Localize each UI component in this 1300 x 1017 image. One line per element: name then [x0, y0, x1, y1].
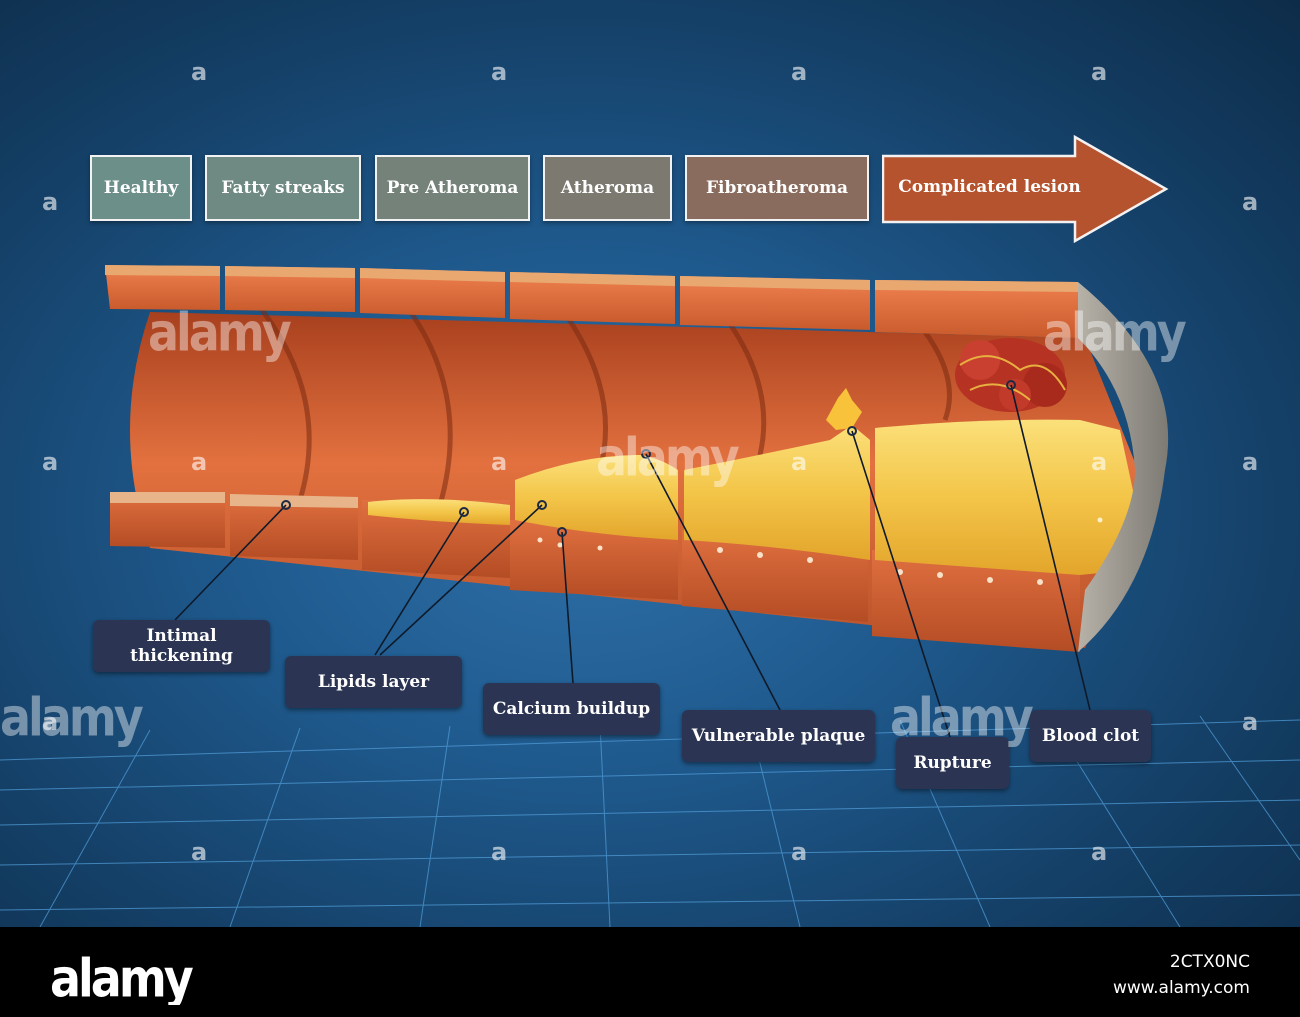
watermark-letter-10: a	[491, 838, 508, 866]
leader-lines	[174, 384, 1091, 738]
watermark-letter-5: a	[191, 448, 208, 476]
watermark-letter-7: a	[791, 448, 808, 476]
footer-bar: alamy 2CTX0NC www.alamy.com	[0, 927, 1300, 1017]
watermark-letter-15: a	[42, 448, 59, 476]
watermark-logo-2: alamy	[596, 425, 740, 489]
alamy-logo-icon: alamy	[50, 947, 196, 1005]
site-url: www.alamy.com	[1112, 978, 1250, 998]
arrow-icon	[882, 135, 1169, 243]
stage-complicated-lesion-label: Complicated lesion	[898, 177, 1081, 197]
svg-text:alamy: alamy	[50, 947, 193, 1005]
watermark-letter-3: a	[791, 58, 808, 86]
stage-atheroma: Atheroma	[543, 155, 672, 221]
artery-ridges	[260, 308, 952, 506]
watermark-letter-12: a	[1091, 838, 1108, 866]
watermark-letter-17: a	[42, 708, 59, 736]
watermark-logo-5: alamy	[890, 685, 1034, 749]
watermark-letter-11: a	[791, 838, 808, 866]
artery-top-wall	[105, 265, 1078, 338]
plaque-deposits	[368, 388, 1135, 585]
watermark-letter-14: a	[1242, 188, 1259, 216]
watermark-logo-3: alamy	[1043, 300, 1187, 364]
callout-blood-clot: Blood clot	[1030, 710, 1151, 762]
leader-markers	[281, 380, 1016, 537]
stage-healthy: Healthy	[90, 155, 192, 221]
blood-clot	[955, 338, 1067, 412]
watermark-logo-4: alamy	[0, 685, 144, 749]
watermark-letter-9: a	[191, 838, 208, 866]
footer-image-info: 2CTX0NC www.alamy.com	[1113, 949, 1250, 1001]
artery-end-section	[1078, 282, 1169, 652]
stage-fibroatheroma: Fibroatheroma	[685, 155, 869, 221]
watermark-letter-4: a	[1091, 58, 1108, 86]
watermark-letter-16: a	[1242, 448, 1259, 476]
watermark-letter-2: a	[491, 58, 508, 86]
callout-calcium-buildup: Calcium buildup	[483, 683, 660, 735]
callout-rupture: Rupture	[896, 737, 1009, 789]
watermark-logo-1: alamy	[148, 300, 292, 364]
watermark-letter-8: a	[1091, 448, 1108, 476]
stage-complicated-lesion: Complicated lesion	[882, 135, 1172, 243]
watermark-letter-13: a	[42, 188, 59, 216]
artery-illustration	[0, 265, 1300, 927]
callout-vulnerable-plaque: Vulnerable plaque	[682, 710, 875, 762]
stage-pre-atheroma: Pre Atheroma	[375, 155, 530, 221]
stage-fatty-streaks: Fatty streaks	[205, 155, 361, 221]
watermark-letter-18: a	[1242, 708, 1259, 736]
image-id: 2CTX0NC	[1169, 952, 1250, 972]
callout-lipids-layer: Lipids layer	[285, 656, 462, 708]
callout-intimal-thickening: Intimal thickening	[93, 620, 270, 672]
watermark-letter-6: a	[491, 448, 508, 476]
watermark-letter-1: a	[191, 58, 208, 86]
diagram-canvas: Healthy Fatty streaks Pre Atheroma Ather…	[0, 0, 1300, 927]
